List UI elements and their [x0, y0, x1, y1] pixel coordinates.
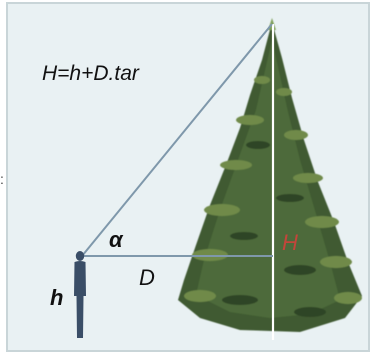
tree-height-label: H — [282, 230, 298, 255]
fir-tree-icon — [178, 18, 362, 332]
sight-line — [81, 23, 273, 257]
person-silhouette-icon — [74, 251, 86, 338]
angle-label: α — [109, 227, 124, 252]
observer-height-label: h — [50, 285, 63, 310]
formula-text: H=h+D.tar — [42, 62, 140, 85]
distance-label: D — [139, 265, 155, 290]
edge-mark: : — [0, 172, 4, 186]
